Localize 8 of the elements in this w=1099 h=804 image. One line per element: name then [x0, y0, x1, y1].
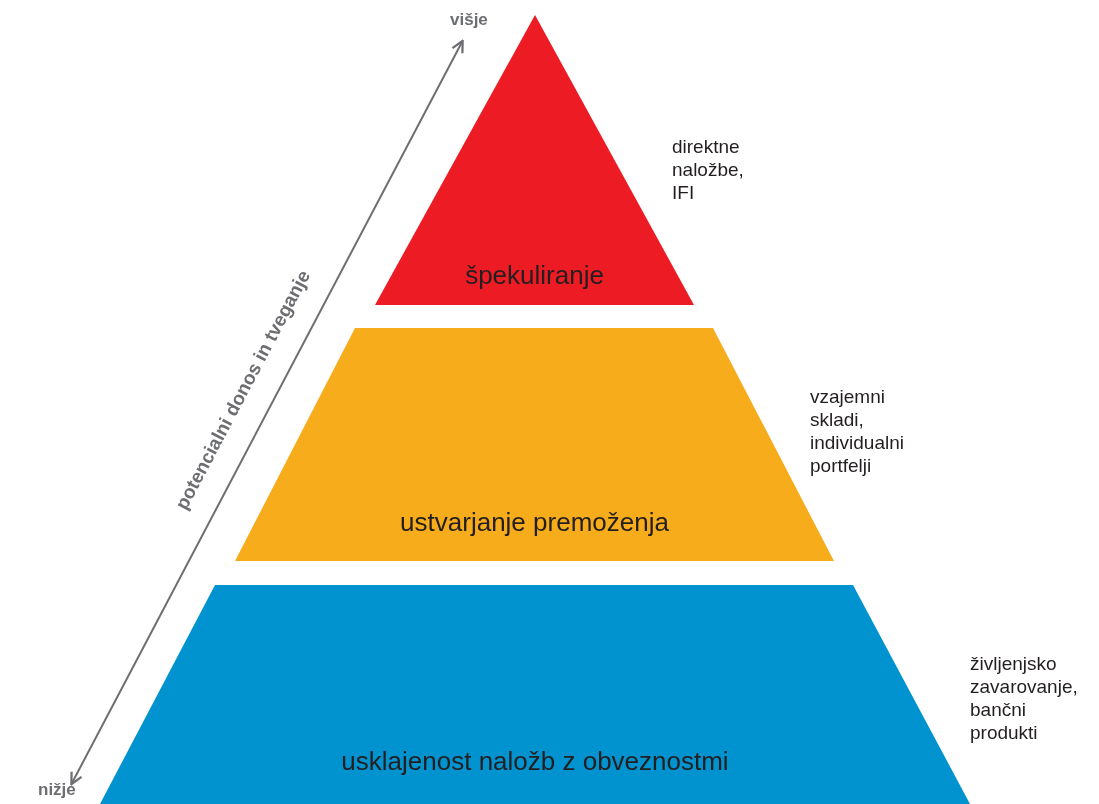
- level-label: ustvarjanje premoženja: [400, 507, 669, 537]
- examples-note: vzajemni skladi, individualni portfelji: [810, 385, 905, 477]
- examples-note: direktne naložbe, IFI: [672, 135, 745, 204]
- examples-note: življenjsko zavarovanje, bančni produkti: [970, 652, 1079, 744]
- level-label: usklajenost naložb z obveznostmi: [341, 746, 729, 776]
- axis-end-label: nižje: [38, 780, 76, 800]
- axis-end-label: višje: [450, 10, 488, 30]
- level-label: špekuliranje: [465, 260, 604, 290]
